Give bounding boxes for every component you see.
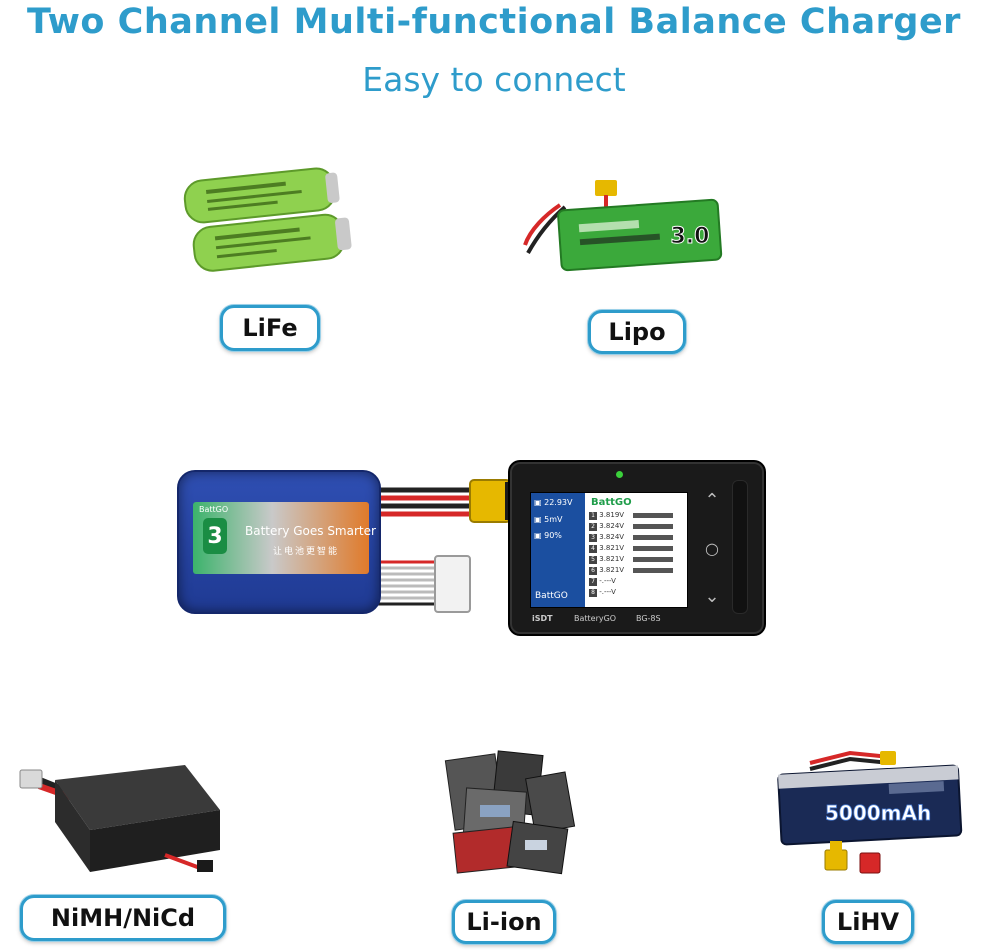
cell-index: 4 <box>589 545 597 553</box>
cell-index: 8 <box>589 589 597 597</box>
page-subtitle: Easy to connect <box>362 60 626 99</box>
device-footer-maker: iSDT <box>532 614 553 623</box>
sidebar-delta-row: ▣ 5mV <box>534 515 563 524</box>
cell-voltage: 3.819V <box>599 511 625 519</box>
cell-row: 7 -.---V <box>589 577 685 587</box>
battery-type-li-ion: Li-ion <box>452 900 556 944</box>
module-brand: BattGO <box>199 505 229 514</box>
cell-bar <box>633 546 673 551</box>
battery-type-life: LiFe <box>220 305 320 351</box>
sidebar-brand: BattGO <box>535 591 568 601</box>
device-footer-product: BatteryGO <box>574 614 617 623</box>
down-arrow-icon: ⌄ <box>704 585 720 607</box>
module-number: 3 <box>207 523 223 549</box>
circle-icon: ○ <box>705 538 719 558</box>
cell-bar <box>633 557 673 562</box>
li-ion-battery-image <box>444 750 576 875</box>
ok-button[interactable]: ○ <box>698 530 726 566</box>
life-battery-image <box>183 167 352 272</box>
up-arrow-icon: ⌃ <box>704 489 720 511</box>
sidebar-voltage-row: ▣ 22.93V <box>534 498 573 507</box>
cell-voltage: 3.824V <box>599 522 625 530</box>
battery-type-nimh-nicd: NiMH/NiCd <box>20 895 226 941</box>
power-led <box>616 471 623 478</box>
cell-voltage: 3.821V <box>599 555 625 563</box>
cell-row: 6 3.821V <box>589 566 685 576</box>
page-title: Two Channel Multi-functional Balance Cha… <box>27 2 961 42</box>
sidebar-delta: 5mV <box>544 515 563 524</box>
device-footer-model: BG-8S <box>636 614 661 623</box>
lipo-battery-image: 3.0 <box>523 180 723 272</box>
lihv-battery-image: 5000mAh <box>777 750 963 874</box>
cell-row: 5 3.821V <box>589 555 685 565</box>
cell-voltage: -.---V <box>599 577 616 585</box>
battery-type-lipo: Lipo <box>588 310 686 354</box>
battery-type-label: LiHV <box>836 908 900 936</box>
lihv-capacity-text: 5000mAh <box>825 801 931 825</box>
module-number-badge: 3 <box>203 518 227 554</box>
battery-type-lihv: LiHV <box>822 900 914 944</box>
battery-type-label: LiFe <box>242 314 298 342</box>
cell-index: 3 <box>589 534 597 542</box>
cell-index: 5 <box>589 556 597 564</box>
screen-brand: BattGO <box>591 497 632 508</box>
cell-bar <box>633 568 673 573</box>
cell-row: 4 3.821V <box>589 544 685 554</box>
device-screen: ▣ 22.93V ▣ 5mV ▣ 90% BattGO BattGO 1 3.8… <box>530 492 688 608</box>
battery-type-label: NiMH/NiCd <box>50 904 196 932</box>
cell-row: 8 -.---V <box>589 588 685 598</box>
battery-type-label: Li-ion <box>466 908 542 936</box>
cell-bar <box>633 513 673 518</box>
cell-index: 7 <box>589 578 597 586</box>
module-slogan: Battery Goes Smarter <box>245 524 376 538</box>
screen-sidebar: ▣ 22.93V ▣ 5mV ▣ 90% BattGO <box>531 493 585 607</box>
down-button[interactable]: ⌄ <box>698 578 726 614</box>
cell-voltage: -.---V <box>599 588 616 596</box>
side-grip <box>732 480 748 614</box>
module-label-sticker: BattGO 3 Battery Goes Smarter 让电池更智能 <box>193 502 376 574</box>
cell-index: 6 <box>589 567 597 575</box>
cell-row: 3 3.824V <box>589 533 685 543</box>
sidebar-voltage: 22.93V <box>544 498 573 507</box>
battgo-module: BattGO 3 Battery Goes Smarter 让电池更智能 <box>177 470 381 614</box>
sidebar-capacity-row: ▣ 90% <box>534 531 562 540</box>
cell-index: 1 <box>589 512 597 520</box>
cell-voltage: 3.821V <box>599 544 625 552</box>
module-slogan-cn: 让电池更智能 <box>273 547 340 557</box>
cable-bundle <box>370 479 519 613</box>
cell-row: 2 3.824V <box>589 522 685 532</box>
lipo-badge-text: 3.0 <box>671 224 710 249</box>
up-button[interactable]: ⌃ <box>698 482 726 518</box>
battery-type-label: Lipo <box>608 318 666 346</box>
batterygo-device: ▣ 22.93V ▣ 5mV ▣ 90% BattGO BattGO 1 3.8… <box>508 460 766 636</box>
cell-voltage: 3.821V <box>599 566 625 574</box>
cell-bar <box>633 535 673 540</box>
cell-voltage: 3.824V <box>599 533 625 541</box>
cell-index: 2 <box>589 523 597 531</box>
cell-row: 1 3.819V <box>589 511 685 521</box>
cell-bar <box>633 524 673 529</box>
sidebar-capacity: 90% <box>544 531 562 540</box>
nimh-battery-image <box>19 765 220 872</box>
